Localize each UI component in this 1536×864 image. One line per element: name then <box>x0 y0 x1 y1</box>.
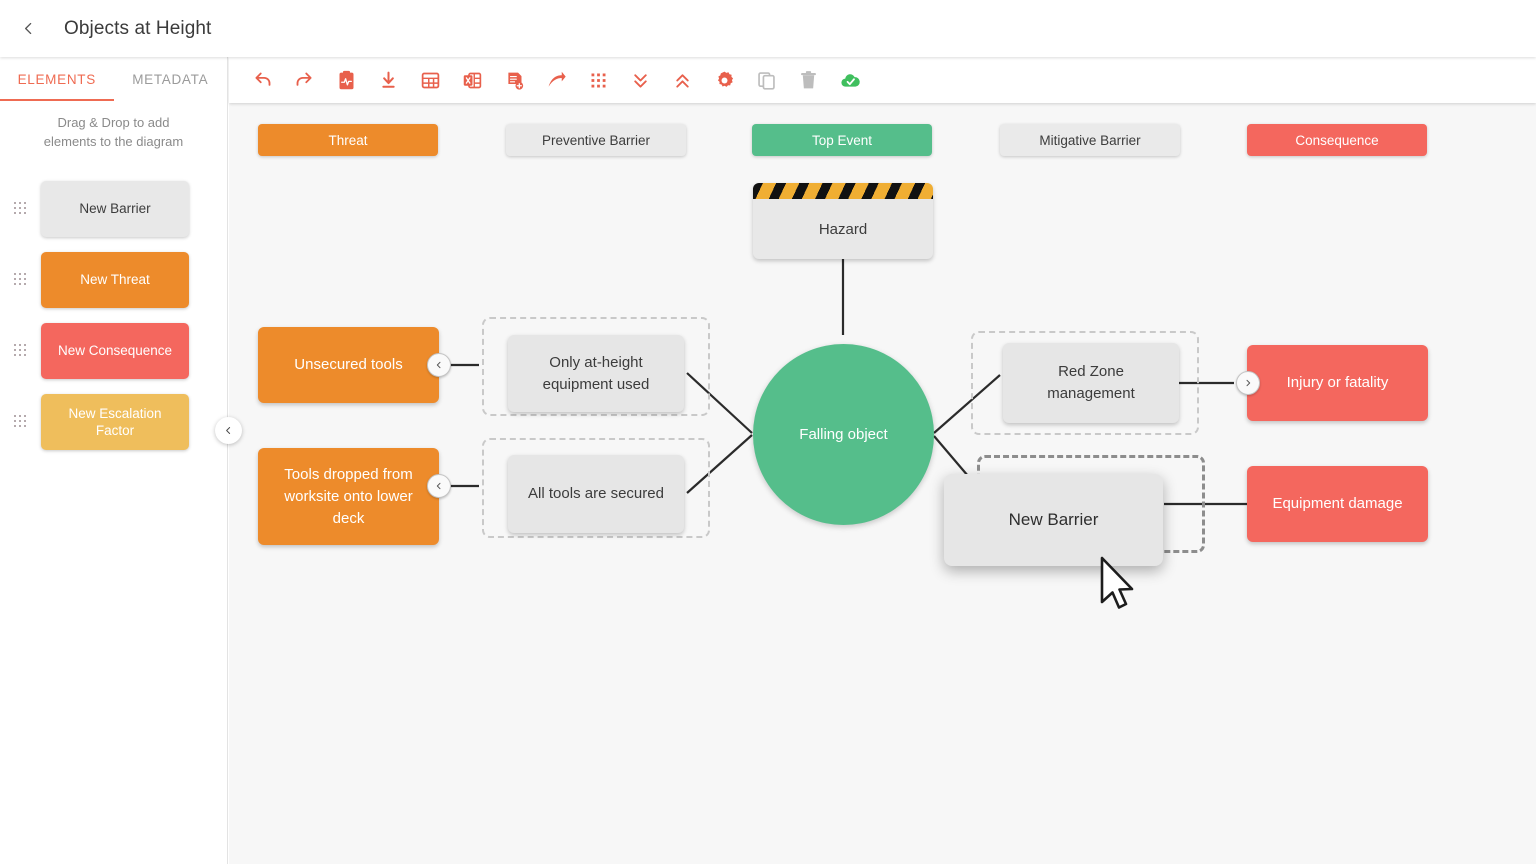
form-add-icon <box>507 72 523 90</box>
preventive-barrier-group-2[interactable] <box>482 438 710 538</box>
legend-chip-consequence[interactable]: Consequence <box>1247 124 1427 156</box>
drag-handle-icon[interactable] <box>14 343 27 358</box>
edge-barrier1-to-top-event <box>686 372 753 434</box>
table-export-button[interactable] <box>409 59 451 101</box>
page-title: Objects at Height <box>64 17 212 39</box>
diagram-toolbar <box>229 57 1536 103</box>
mitigative-barrier-node-red-zone[interactable]: Red Zone management <box>1003 343 1179 423</box>
palette-row-new-barrier: New Barrier <box>0 173 227 244</box>
palette-row-new-escalation-factor: New Escalation Factor <box>0 386 227 457</box>
delete-button[interactable] <box>787 59 829 101</box>
collapse-all-button[interactable] <box>661 59 703 101</box>
palette-row-new-consequence: New Consequence <box>0 315 227 386</box>
palette-row-new-threat: New Threat <box>0 244 227 315</box>
legend-chip-preventive-barrier[interactable]: Preventive Barrier <box>506 124 686 156</box>
palette-new-consequence[interactable]: New Consequence <box>41 322 189 379</box>
table-icon <box>421 72 439 88</box>
sidebar-collapse-button[interactable] <box>215 417 242 444</box>
chevron-left-icon <box>436 482 441 490</box>
elements-sidebar: ELEMENTS METADATA Drag & Drop to add ele… <box>0 57 228 864</box>
settings-gear-icon <box>717 71 733 87</box>
expand-all-button[interactable] <box>619 59 661 101</box>
drag-handle-icon[interactable] <box>14 201 27 216</box>
chevron-right-icon <box>1246 379 1251 387</box>
app-header: Objects at Height <box>0 0 1536 57</box>
collapse-all-up-icon <box>675 73 689 88</box>
excel-export-button[interactable] <box>451 59 493 101</box>
settings-button[interactable] <box>703 59 745 101</box>
connector-edges <box>439 259 1247 506</box>
preventive-barrier-node-tools-secured[interactable]: All tools are secured <box>508 455 684 533</box>
report-button[interactable] <box>325 59 367 101</box>
dragged-new-barrier[interactable]: New Barrier <box>944 474 1163 566</box>
back-button[interactable] <box>6 7 50 51</box>
report-clipboard-icon <box>339 70 353 89</box>
palette-new-escalation-factor[interactable]: New Escalation Factor <box>41 393 189 450</box>
legend-chip-mitigative-barrier[interactable]: Mitigative Barrier <box>1000 124 1180 156</box>
threat-node-unsecured-tools[interactable]: Unsecured tools <box>258 327 439 403</box>
legend-chip-threat[interactable]: Threat <box>258 124 438 156</box>
add-barrier-right-button-1[interactable] <box>1236 371 1260 395</box>
save-status-button[interactable] <box>829 59 871 101</box>
palette-new-threat[interactable]: New Threat <box>41 251 189 308</box>
grid-layout-button[interactable] <box>577 59 619 101</box>
drag-handle-icon[interactable] <box>14 414 27 429</box>
hazard-stripes-icon <box>753 183 933 199</box>
excel-export-icon <box>463 72 481 88</box>
add-barrier-left-button-1[interactable] <box>427 353 451 377</box>
consequence-node-injury-or-fatality[interactable]: Injury or fatality <box>1247 345 1428 421</box>
drag-drop-hint: Drag & Drop to add elements to the diagr… <box>43 115 184 149</box>
delete-trash-icon <box>800 70 816 88</box>
sidebar-tabs: ELEMENTS METADATA <box>0 57 227 101</box>
redo-icon <box>296 72 312 86</box>
share-button[interactable] <box>535 59 577 101</box>
consequence-node-equipment-damage[interactable]: Equipment damage <box>1247 466 1428 542</box>
grid-icon <box>591 73 605 87</box>
tab-active-underline <box>0 99 114 101</box>
hazard-node[interactable]: Hazard <box>753 183 933 259</box>
download-button[interactable] <box>367 59 409 101</box>
tab-elements[interactable]: ELEMENTS <box>17 71 96 87</box>
diagram-canvas[interactable]: Threat Preventive Barrier Top Event Miti… <box>229 103 1536 864</box>
edge-barrier2-to-top-event <box>686 434 753 494</box>
drag-handle-icon[interactable] <box>14 272 27 287</box>
add-form-button[interactable] <box>493 59 535 101</box>
threat-node-tools-dropped[interactable]: Tools dropped from worksite onto lower d… <box>258 448 439 545</box>
undo-button[interactable] <box>241 59 283 101</box>
chevron-left-icon <box>436 361 441 369</box>
legend-chip-top-event[interactable]: Top Event <box>752 124 932 156</box>
preventive-barrier-group-1[interactable] <box>482 317 710 416</box>
chevron-left-icon <box>226 427 231 434</box>
copy-icon <box>757 71 775 90</box>
share-arrow-icon <box>548 71 566 87</box>
expand-all-down-icon <box>633 73 647 88</box>
mitigative-barrier-group-1[interactable] <box>971 331 1199 435</box>
tab-metadata[interactable]: METADATA <box>132 71 209 87</box>
preventive-barrier-node-at-height-equipment[interactable]: Only at-height equipment used <box>508 335 684 412</box>
top-event-node[interactable]: Falling object <box>753 344 934 525</box>
edge-top-event-to-mitigative-barrier <box>933 374 1001 434</box>
hazard-label: Hazard <box>818 220 868 238</box>
cloud-saved-icon <box>840 73 860 87</box>
redo-button[interactable] <box>283 59 325 101</box>
add-barrier-left-button-2[interactable] <box>427 474 451 498</box>
download-icon <box>381 71 395 88</box>
element-palette: New Barrier New Threat New Consequence N… <box>0 173 227 457</box>
chevron-left-icon <box>24 22 31 35</box>
copy-button[interactable] <box>745 59 787 101</box>
undo-icon <box>254 72 270 86</box>
palette-new-barrier[interactable]: New Barrier <box>41 180 189 237</box>
